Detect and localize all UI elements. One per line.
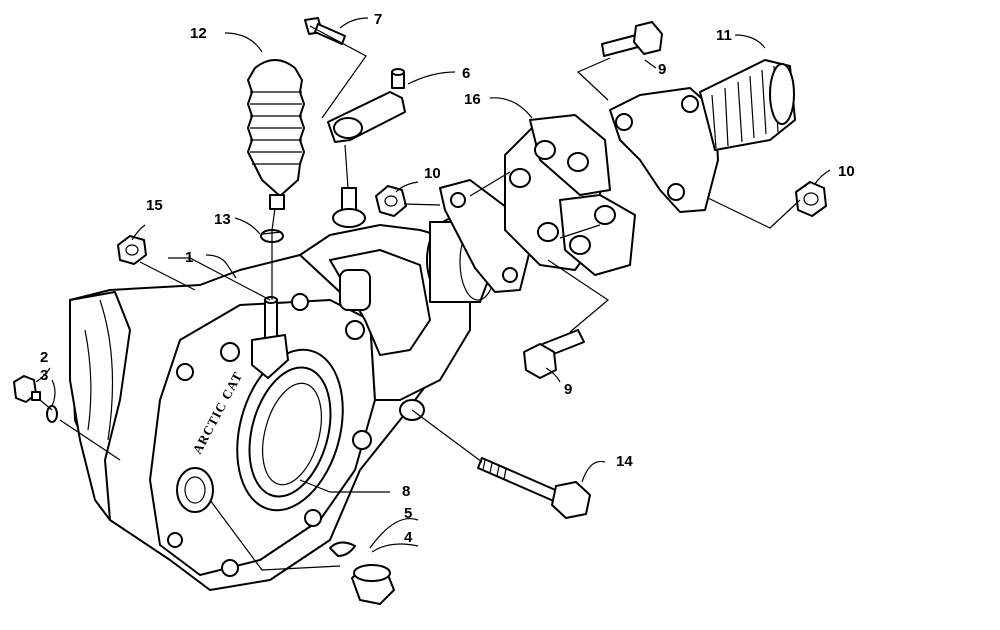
callout-9-bottom: 9: [564, 381, 572, 398]
nut-10-left: [375, 185, 407, 217]
callout-10-right: 10: [838, 163, 855, 180]
callout-labels: 1 2 3 4 5 6 7 8 9 9 10 10 11 12 13 14 15…: [40, 11, 855, 546]
gasket-5: [329, 541, 356, 557]
bolt-9-top: [601, 21, 663, 57]
lever-arm: [327, 68, 406, 143]
leader-lines: [35, 17, 831, 571]
gear-housing: ARCTIC CAT: [69, 187, 497, 591]
callout-4: 4: [404, 529, 413, 546]
plug-2: [13, 375, 41, 403]
callout-16: 16: [464, 91, 481, 108]
callout-6: 6: [462, 65, 470, 82]
yoke-shaft-11: [609, 59, 796, 213]
bolt-14: [477, 457, 591, 519]
nut-15: [117, 235, 147, 265]
callout-2: 2: [40, 349, 48, 366]
rubber-boot: [247, 59, 305, 210]
bolt-7: [304, 17, 346, 45]
callout-10-left: 10: [424, 165, 441, 182]
callout-9-top: 9: [658, 61, 666, 78]
callout-7: 7: [374, 11, 382, 28]
callout-12: 12: [190, 25, 207, 42]
nut-10-right: [795, 181, 827, 217]
callout-11: 11: [716, 27, 732, 44]
callout-13: 13: [214, 211, 231, 228]
callout-8: 8: [402, 483, 410, 500]
callout-5: 5: [404, 505, 412, 522]
callout-1: 1: [185, 249, 193, 266]
callout-14: 14: [616, 453, 633, 470]
callout-15: 15: [146, 197, 163, 214]
bolt-9-bottom: [523, 329, 585, 379]
callout-3: 3: [40, 367, 48, 384]
o-ring-3: [46, 405, 58, 423]
drain-plug-4: [351, 564, 395, 605]
